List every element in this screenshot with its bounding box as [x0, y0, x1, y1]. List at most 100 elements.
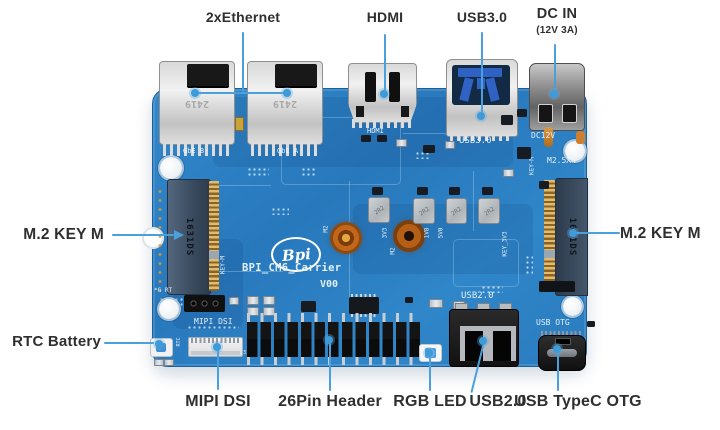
brass-standoff [330, 222, 362, 254]
silkscreen-usb3: USB3.0 [459, 136, 492, 146]
m2-gold-fingers [209, 259, 219, 291]
dc-jack-slot [538, 104, 553, 123]
leader-dot-hdmi [380, 90, 388, 98]
hdmi-vent [389, 72, 400, 102]
ethernet-pins [163, 142, 229, 156]
leader-dot-rgb [425, 349, 433, 357]
gold-pad-column [157, 187, 163, 291]
ethernet-pins [251, 142, 317, 156]
m2-key-notch [544, 250, 555, 258]
label-m2-key-m-right: M.2 KEY M [620, 225, 701, 242]
capacitor [263, 296, 275, 305]
dc-jack-copper-pin [544, 127, 553, 147]
smd-ic [301, 301, 316, 312]
silkscreen-key-3v3: KEY_3V3 [501, 231, 509, 257]
label-usb-typec-otg: USB TypeC OTG [514, 393, 642, 410]
leader-arrow-m2-left [174, 230, 184, 240]
smd-ic [449, 187, 460, 195]
mounting-hole [563, 297, 582, 316]
ethernet-latch-slot [187, 64, 229, 88]
header26-pin-tips [247, 313, 423, 322]
via-cluster [271, 207, 289, 215]
leader-hdmi [384, 34, 386, 92]
mipi-connector-base [191, 351, 240, 355]
m2-gold-fingers [544, 180, 555, 250]
smd-ic [372, 187, 383, 195]
leader-dot-26pin [325, 336, 333, 344]
label-dc-in-main: DC IN [536, 6, 578, 22]
usb3-tongue [458, 68, 502, 77]
silkscreen-pin31: 31 [243, 350, 249, 356]
silkscreen-rail-1v8: 1V8 [423, 227, 431, 239]
header26-row-top [247, 322, 423, 339]
capacitor [429, 299, 443, 308]
capacitor [229, 297, 239, 305]
via-cluster [481, 285, 503, 293]
silkscreen-hdmi: HDMI [367, 127, 384, 135]
usb3-tongue [459, 77, 474, 102]
capacitor [164, 359, 174, 366]
silkscreen-gbe-b: GbE B [183, 147, 205, 155]
capacitor [235, 117, 244, 131]
smd-component [377, 135, 387, 142]
smd-component [423, 145, 435, 153]
label-usb3: USB3.0 [456, 9, 508, 25]
silkscreen-usb-otg: USB OTG [536, 318, 570, 327]
usb3-pins [450, 133, 512, 141]
ethernet-latch-slot [275, 64, 317, 88]
dc-jack [529, 63, 585, 131]
typec-notch [555, 338, 571, 345]
smd-ic [349, 294, 379, 317]
ic-legs [351, 294, 377, 297]
label-26pin-header: 26Pin Header [278, 393, 382, 410]
label-mipi-dsi: MIPI DSI [185, 393, 251, 410]
typec-pins [541, 331, 581, 336]
capacitor [154, 359, 164, 366]
usb2-contact-clip [488, 326, 516, 361]
leader-rtc [104, 342, 154, 344]
leader-m2-right [576, 232, 620, 234]
leader-dot-m2-right [569, 229, 577, 237]
silkscreen-dc12v: DC12V [531, 131, 556, 140]
silkscreen-g-rt: *G RT [154, 287, 173, 294]
header26-pin-tips [247, 357, 423, 365]
smd-component [405, 297, 413, 303]
leader-m2-left [112, 234, 174, 236]
leader-dot-ethernet-b [191, 89, 199, 97]
header26-row-bottom [247, 339, 423, 357]
smd-ic [517, 147, 531, 159]
leader-typec [557, 351, 559, 391]
ethernet-port-b: 2419 [159, 61, 235, 145]
leader-ethernet-stem [242, 32, 244, 92]
m2-socket-marking: 1631DS [184, 217, 194, 257]
leader-dot-usb3 [477, 112, 485, 120]
hdmi-vent [365, 72, 376, 102]
power-inductor: 2R2 [413, 198, 435, 224]
pcb-trace [213, 271, 283, 272]
leader-ethernet-branch [195, 92, 287, 94]
capacitor [445, 141, 455, 149]
typec-slot [547, 349, 577, 357]
m2-gold-fingers [209, 181, 219, 251]
hdmi-vent [401, 106, 409, 117]
inductor-marking: 2R2 [372, 204, 386, 216]
leader-dot-rtc [155, 340, 163, 348]
leader-rgb [429, 355, 431, 391]
silkscreen-m2-5x4: M2.5X4 [547, 156, 576, 165]
via-cluster [525, 255, 533, 275]
power-inductor: 2R2 [446, 198, 467, 224]
leader-dot-ethernet-a [283, 89, 291, 97]
ethernet-port-a: 2419 [247, 61, 323, 145]
inductor-marking: 2R2 [482, 205, 496, 217]
bpi-logo: Bpi [271, 237, 321, 272]
label-hdmi: HDMI [366, 9, 404, 25]
rtc-connector-body [156, 343, 166, 352]
capacitor [247, 296, 259, 305]
smd-component [539, 181, 549, 189]
m2-socket-right: 1631DS [555, 178, 588, 296]
m2-gold-fingers [544, 258, 555, 292]
dc-jack-slot [562, 104, 577, 123]
smd-ic [482, 187, 493, 195]
ethernet-stamp-text: 2419 [184, 98, 210, 109]
silkscreen-standoff-m2: M2 [322, 225, 330, 233]
